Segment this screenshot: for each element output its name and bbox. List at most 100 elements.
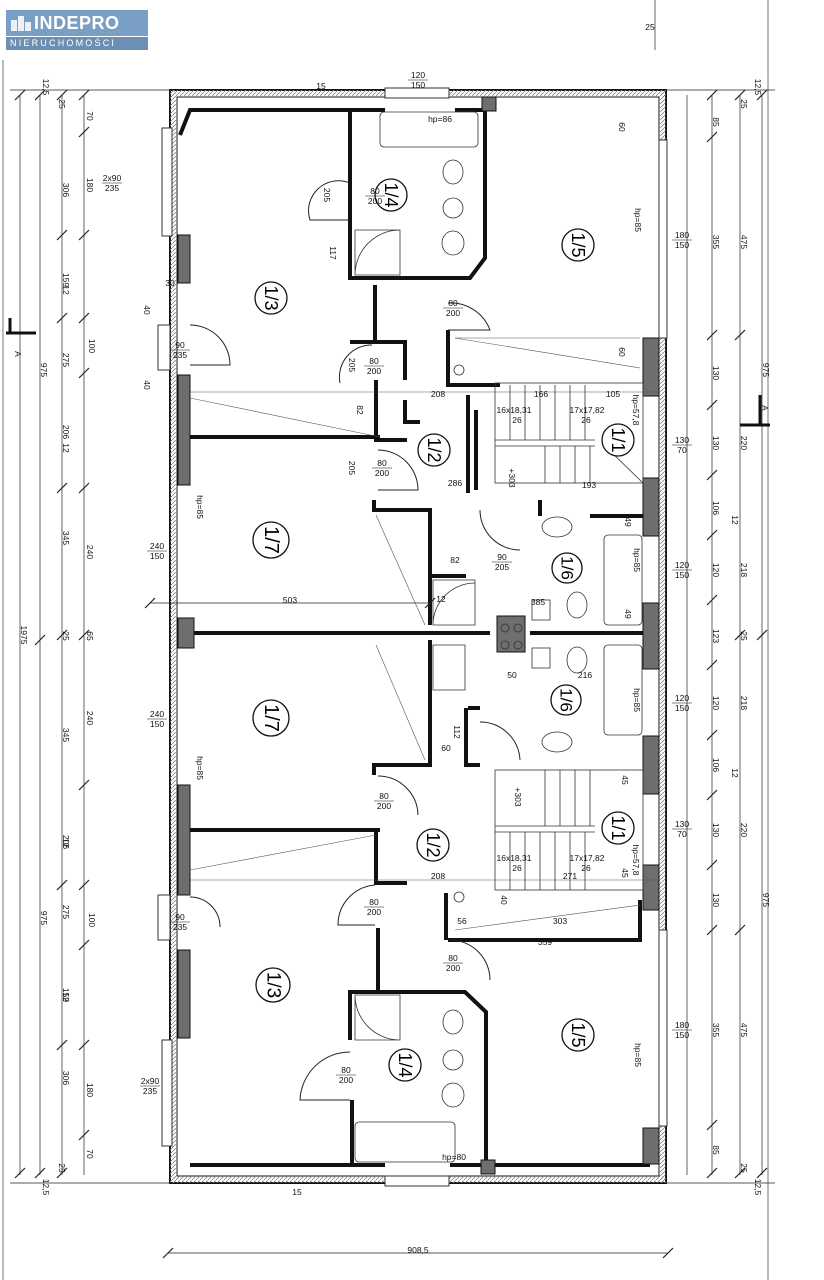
- label-window-2x90-235-top: 2x90: [141, 1076, 160, 1086]
- room-number: 1/2: [423, 832, 443, 857]
- label-height-hp85: hp=85: [633, 1043, 643, 1067]
- label-door-80-200-bottom: 200: [368, 196, 382, 206]
- room-number: 1/2: [424, 437, 444, 462]
- label-section: A: [13, 351, 23, 357]
- label-window-180-150-bottom: 150: [675, 240, 689, 250]
- room-label-1-3: 1/3: [254, 281, 288, 315]
- label-height-hp578a: hp=57,8: [631, 395, 641, 426]
- label-window-130-70-bottom: 70: [677, 829, 687, 839]
- label-dim-120: 120: [711, 563, 721, 577]
- label-door-90-235-bottom: 235: [173, 350, 187, 360]
- label-window-120-150-bottom: 150: [675, 570, 689, 580]
- staircase-lower: [494, 769, 644, 891]
- label-stairs-a-count: 26: [512, 863, 522, 873]
- fixtures: [354, 111, 643, 1163]
- label-height-hp85: hp=85: [632, 548, 642, 572]
- label-section: A: [760, 405, 770, 411]
- door-swings: [189, 180, 521, 1101]
- label-dim-106: 106: [711, 501, 721, 515]
- label-dim-105: 105: [606, 389, 620, 399]
- label-level: +303: [507, 468, 517, 487]
- label-height-hp85: hp=85: [633, 208, 643, 232]
- label-dim-271: 271: [563, 871, 577, 881]
- toilet-2: [442, 1009, 464, 1035]
- shower-mid-b: [432, 644, 466, 691]
- label-dim-40: 40: [499, 895, 509, 905]
- logo-banner: INDEPRO: [6, 10, 148, 36]
- label-dim-218: 218: [739, 696, 749, 710]
- room-number: 1/1: [608, 427, 628, 452]
- room-label-1-1: 1/1: [601, 423, 635, 457]
- label-dim-12: 12: [61, 443, 71, 453]
- label-dim-117: 117: [328, 246, 338, 260]
- label-door-80-200-bottom: 200: [367, 366, 381, 376]
- label-window-130-70-top: 130: [675, 819, 689, 829]
- label-dim-25: 25: [57, 1163, 67, 1173]
- label-stairs-a-count: 26: [512, 415, 522, 425]
- bathtub-lower-wc: [603, 644, 643, 736]
- basin-3: [531, 599, 551, 621]
- room-label-1-1: 1/1: [601, 811, 635, 845]
- label-dim-45: 45: [620, 775, 630, 785]
- label-door-90-235-top: 90: [175, 340, 185, 350]
- label-window-180-150-bottom: 150: [675, 1030, 689, 1040]
- label-door-80-200-top: 80: [369, 356, 379, 366]
- label-door-80-200-bottom: 200: [375, 468, 389, 478]
- label-dim-85: 85: [711, 117, 721, 127]
- label-window-120-150-top: 120: [675, 560, 689, 570]
- dimension-ticks: [14, 89, 768, 1259]
- sink-3: [541, 516, 573, 538]
- room-label-1-4: 1/4: [374, 178, 408, 212]
- label-window-240-150-top: 240: [150, 541, 164, 551]
- label-dim-208: 208: [431, 871, 445, 881]
- label-door-80-200-bottom: 200: [339, 1075, 353, 1085]
- label-dim-60: 60: [617, 122, 627, 132]
- room-label-1-2: 1/2: [416, 828, 450, 862]
- section-marker-left: [6, 318, 36, 335]
- label-dim-220: 220: [739, 436, 749, 450]
- label-window-2x90-235-bottom: 235: [143, 1086, 157, 1096]
- label-dim-345: 345: [61, 531, 71, 545]
- label-dim-106: 106: [711, 758, 721, 772]
- label-dim-25: 25: [739, 1163, 749, 1173]
- label-dim-56: 56: [457, 916, 467, 926]
- label-dim-355: 355: [711, 235, 721, 249]
- label-dim-303: 303: [553, 916, 567, 926]
- label-dim-166: 166: [534, 389, 548, 399]
- shower-mid-a: [432, 579, 476, 626]
- label-dim-total-width: 908,5: [407, 1245, 429, 1255]
- label-dim-25: 25: [61, 631, 71, 641]
- label-door-90-235-top: 90: [175, 912, 185, 922]
- label-door-80-200-top: 80: [370, 186, 380, 196]
- room-label-1-6: 1/6: [550, 684, 582, 716]
- toilet-1: [442, 159, 464, 185]
- label-dim-275: 275: [61, 353, 71, 367]
- label-door-80-200-bottom: 200: [367, 907, 381, 917]
- label-stairs-b-count: 26: [581, 415, 591, 425]
- label-dim-45: 45: [620, 868, 630, 878]
- brand-logo: INDEPRO NIERUCHOMOŚCI: [6, 10, 148, 50]
- label-window-130-70-top: 130: [675, 435, 689, 445]
- label-dim-12: 12: [436, 594, 446, 604]
- bidet-1: [442, 197, 464, 219]
- label-window-180-150-top: 180: [675, 230, 689, 240]
- label-dim-206: 206: [61, 835, 71, 849]
- label-dim-15: 15: [292, 1187, 302, 1197]
- label-dim-130: 130: [711, 366, 721, 380]
- label-dim-385: 385: [531, 597, 545, 607]
- label-dim-306: 306: [61, 1071, 71, 1085]
- reference-lines: [189, 337, 660, 931]
- label-dim-12: 12: [730, 768, 740, 778]
- room-label-1-2: 1/2: [417, 433, 451, 467]
- label-window-240-150-bottom: 150: [150, 551, 164, 561]
- label-dim-40: 40: [142, 380, 152, 390]
- label-dim-205: 205: [347, 358, 357, 372]
- label-dim-60: 60: [441, 743, 451, 753]
- label-dim-40: 40: [142, 305, 152, 315]
- label-dim-12: 12: [61, 285, 71, 295]
- label-dim-205: 205: [347, 461, 357, 475]
- basin-4: [531, 647, 551, 669]
- label-dim-216: 216: [578, 670, 592, 680]
